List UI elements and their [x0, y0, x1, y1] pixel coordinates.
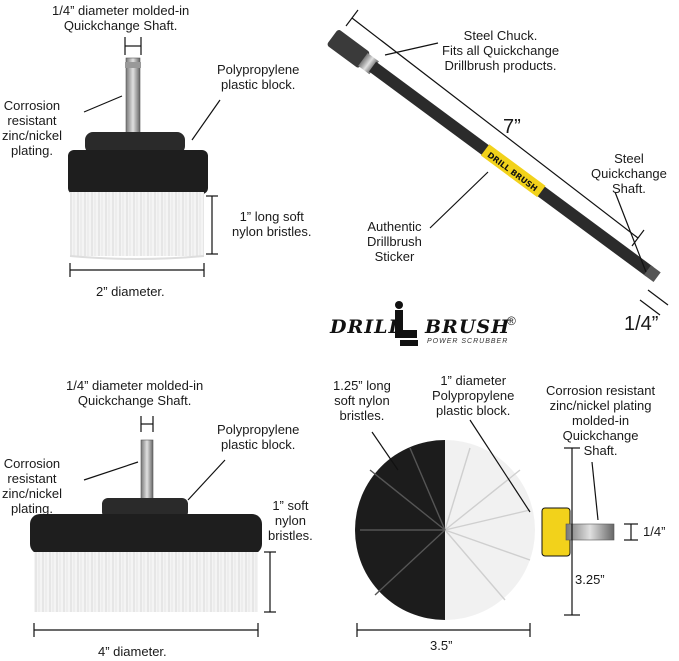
brush2-shaft-label: 1/4” diameter molded-in Quickchange Shaf… [66, 378, 204, 408]
extension-shaft-size-label: 1/4” [624, 313, 659, 335]
brush3-bristle-label: 1.25” long soft nylon bristles. [333, 378, 391, 423]
extension-chuck-label: Steel Chuck. Fits all Quickchange Drillb… [442, 28, 560, 73]
extension-shaft-label: Steel Quickchange Shaft. [591, 151, 667, 196]
brush2-diameter-label: 4” diameter. [98, 644, 167, 659]
sticker-text: DRILL BRUSH [486, 150, 540, 193]
brush3-plating-label: Corrosion resistant zinc/nickel plating … [546, 383, 656, 458]
brush2-plating-label: Corrosion resistant zinc/nickel plating. [2, 456, 62, 516]
brush3-block-label: 1” diameter Polypropylene plastic block. [432, 373, 515, 418]
brush2-bristle-label: 1” soft nylon bristles. [268, 498, 313, 543]
brush-2-inch [68, 37, 221, 277]
brush1-diameter-label: 2” diameter. [96, 284, 165, 299]
brush-4-inch [30, 416, 276, 637]
drillbrush-logo: DRILL BRUSH ® POWER SCRUBBER [325, 312, 525, 352]
brush1-bristle-label: 1” long soft nylon bristles. [232, 209, 312, 239]
logo-word-brush: BRUSH [425, 316, 511, 338]
logo-registered-mark: ® [507, 314, 516, 328]
brush1-block-label: Polypropylene plastic block. [217, 62, 300, 92]
logo-word-drill: DRILL [330, 316, 403, 338]
brush2-block-label: Polypropylene plastic block. [217, 422, 300, 452]
brush3-width-label: 3.5” [430, 638, 453, 653]
brush1-plating-label: Corrosion resistant zinc/nickel plating. [2, 98, 62, 158]
brush3-height-label: 3.25” [575, 572, 605, 587]
extension-sticker-label: Authentic Drillbrush Sticker [367, 219, 422, 264]
brush-round-3-5-inch [355, 419, 638, 637]
logo-mark-icon [395, 301, 418, 346]
extension-length-label: 7” [503, 116, 521, 138]
brush1-shaft-label: 1/4” diameter molded-in Quickchange Shaf… [52, 3, 190, 33]
brush3-shaft-size-label: 1/4” [643, 524, 666, 539]
logo-tagline: POWER SCRUBBER [427, 338, 509, 345]
